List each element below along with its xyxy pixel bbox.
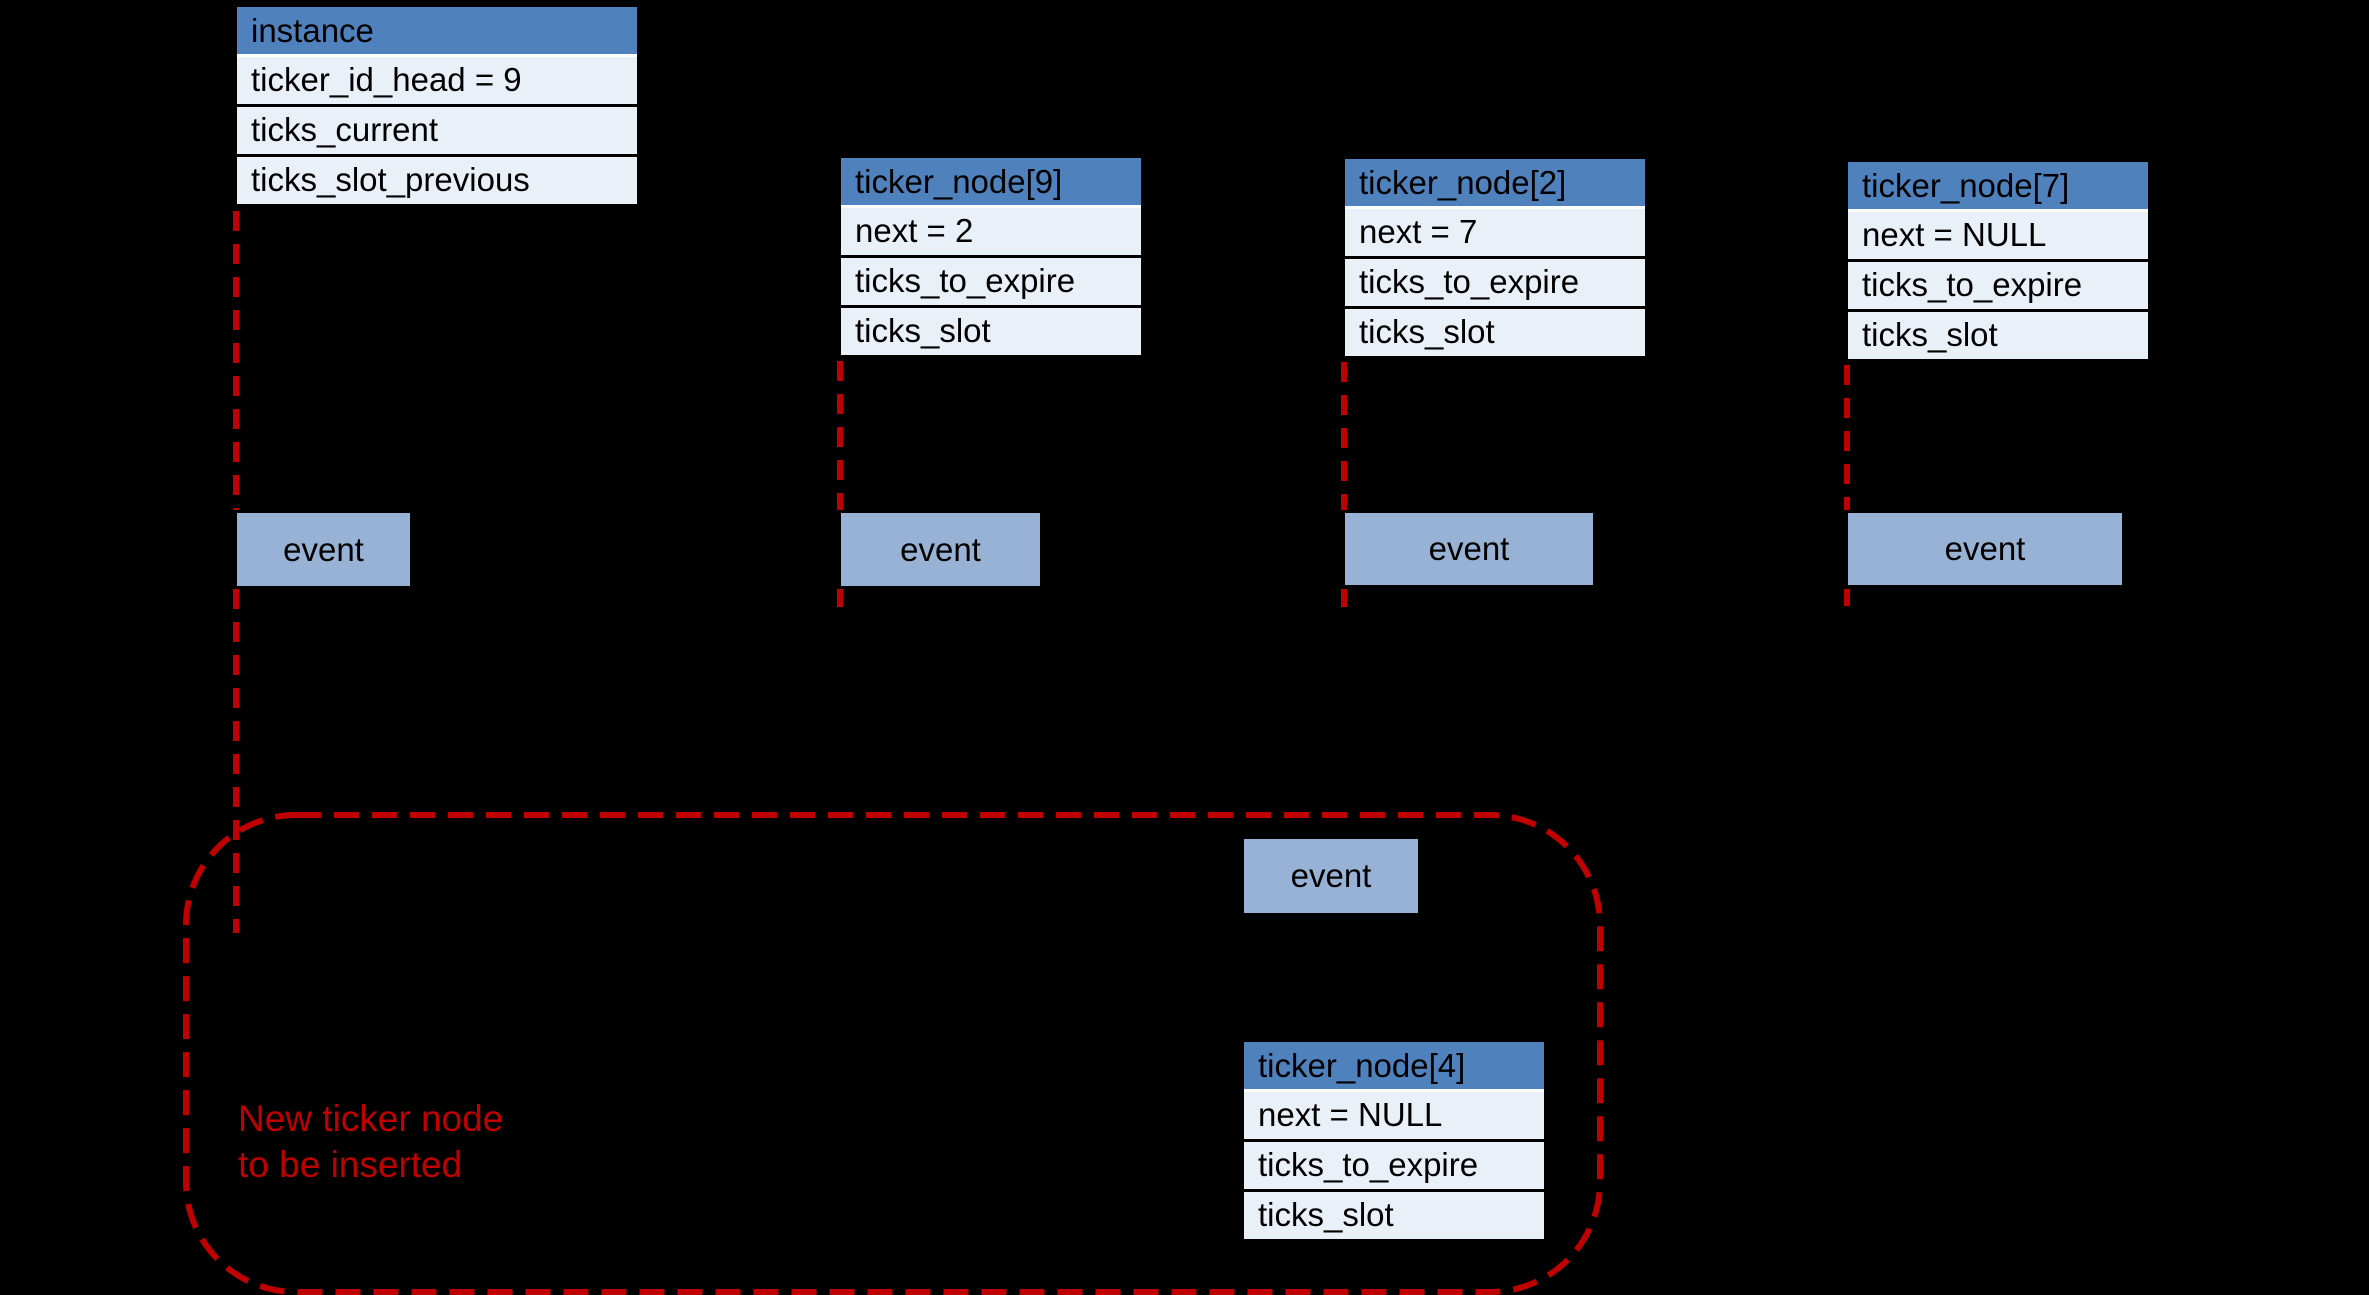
event-box-new-node: event	[1244, 839, 1418, 913]
instance-table: instance ticker_id_head = 9 ticks_curren…	[237, 7, 637, 207]
table-row: ticker_id_head = 9	[237, 57, 637, 107]
annotation-line-1: New ticker node	[238, 1098, 504, 1139]
table-row: ticks_slot	[1244, 1192, 1544, 1242]
table-row: ticks_current	[237, 107, 637, 157]
annotation-text: New ticker node to be inserted	[238, 1096, 503, 1188]
event-box-node2: event	[1345, 513, 1593, 585]
instance-table-header: instance	[237, 7, 637, 57]
table-row: next = 2	[841, 208, 1141, 258]
ticker-node-4-table: ticker_node[4] next = NULL ticks_to_expi…	[1244, 1042, 1544, 1242]
ticker-node-2-header: ticker_node[2]	[1345, 159, 1645, 209]
table-row: next = 7	[1345, 209, 1645, 259]
event-box-node9: event	[841, 513, 1040, 586]
table-row: ticks_slot	[841, 308, 1141, 358]
event-box-instance: event	[237, 513, 410, 586]
table-row: ticks_slot	[1345, 309, 1645, 359]
table-row: ticks_to_expire	[841, 258, 1141, 308]
table-row: next = NULL	[1848, 212, 2148, 262]
annotation-line-2: to be inserted	[238, 1144, 463, 1185]
ticker-node-2-table: ticker_node[2] next = 7 ticks_to_expire …	[1345, 159, 1645, 359]
table-row: ticks_slot	[1848, 312, 2148, 362]
ticker-node-9-header: ticker_node[9]	[841, 158, 1141, 208]
event-box-node7: event	[1848, 513, 2122, 585]
ticker-node-7-table: ticker_node[7] next = NULL ticks_to_expi…	[1848, 162, 2148, 362]
table-row: next = NULL	[1244, 1092, 1544, 1142]
table-row: ticks_to_expire	[1345, 259, 1645, 309]
table-row: ticks_slot_previous	[237, 157, 637, 207]
new-node-group-outline	[183, 812, 1603, 1295]
ticker-node-4-header: ticker_node[4]	[1244, 1042, 1544, 1092]
ticker-node-9-table: ticker_node[9] next = 2 ticks_to_expire …	[841, 158, 1141, 358]
table-row: ticks_to_expire	[1244, 1142, 1544, 1192]
ticker-node-7-header: ticker_node[7]	[1848, 162, 2148, 212]
table-row: ticks_to_expire	[1848, 262, 2148, 312]
